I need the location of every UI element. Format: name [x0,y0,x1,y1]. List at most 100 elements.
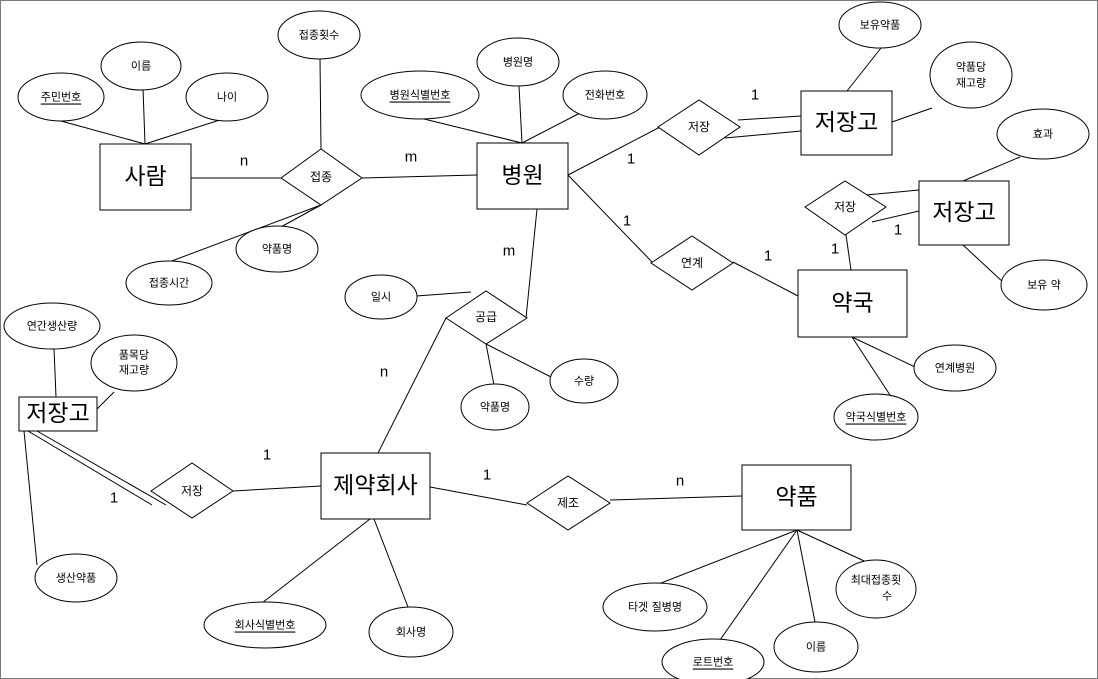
attr-held-drugs: 보유약품 [838,1,922,49]
line-pharmacy-linked [851,336,916,368]
attr-hospital-name: 병원명 [476,37,560,87]
attr-stock-per-item: 품목당 재고량 [90,334,178,392]
connector-lines [23,47,1021,641]
attr-hospital-id-label: 병원식별번호 [390,89,451,102]
card-storage-pharmacy-store: 1 [894,222,902,239]
rel-supply: 공급 [445,290,528,345]
line-cstorage-store-b [27,430,153,506]
attr-vac-count-label: 접종횟수 [299,29,339,42]
line-pharmacy-id [851,336,891,396]
rel-store-pharmacy: 저장 [804,180,887,236]
cardinality-labels: n m 1 1 1 1 1 1 m n 1 1 1 n [110,87,902,507]
attr-produced-drugs-label: 생산약품 [56,571,96,585]
rel-store-hospital: 저장 [657,99,741,156]
line-storage-held [846,47,882,92]
attr-annual-output-label: 연간생산량 [27,320,78,333]
attr-stock-per-drug-line2: 재고량 [956,77,986,90]
line-manu-medicine [609,495,743,501]
card-storage-company-store: 1 [110,490,118,507]
line-company-id [261,518,371,604]
card-company-store: 1 [263,447,271,464]
entity-storage-hospital: 저장고 [800,90,893,156]
line-hospital-link [567,174,653,263]
attr-supply-drug: 약품명 [460,383,530,431]
line-person-ssn [60,120,146,145]
entity-pharmacy-label: 약국 [831,291,873,317]
line-store-company [232,485,322,492]
line-store-storage2-a [865,189,920,196]
attr-quantity: 수량 [549,358,619,404]
card-hospital-link: 1 [623,213,631,230]
line-vaccinate-hospital [361,174,478,179]
line-pharmacy-store [845,234,852,271]
line-medicine-target [655,529,798,586]
attr-pharmacy-id-label: 약국식별번호 [846,410,907,424]
attr-company-name: 회사명 [368,606,454,658]
rel-link: 연계 [650,235,734,291]
entity-company: 제약회사 [320,452,431,520]
line-supply-company [377,317,447,454]
card-company-supply: n [380,364,388,381]
attr-drug-name-label: 이름 [806,641,826,654]
line-company-manu [429,486,528,506]
rel-link-label: 연계 [681,256,703,270]
line-supply-date [415,291,472,297]
attr-max-doses-line1: 최대접종횟 [851,574,902,587]
rel-store-hospital-label: 저장 [688,120,710,134]
attr-hospital-id: 병원식별번호 [360,70,480,120]
line-vaccinate-time [168,204,322,263]
attr-phone-label: 전화번호 [585,89,625,102]
attr-company-id: 회사식별번호 [203,601,327,649]
entity-medicine-label: 약품 [775,485,817,511]
entity-storage-company-label: 저장고 [26,401,89,427]
attr-vac-drug-label: 약품명 [262,242,292,256]
rel-vaccinate-label: 접종 [310,170,332,184]
line-store-storage2-b [871,210,920,223]
entity-storage-pharmacy: 저장고 [918,180,1010,246]
line-store-storage-b [724,130,802,139]
line-medicine-maxdose [796,529,876,567]
attr-drug-name: 이름 [773,621,859,673]
entity-person-label: 사람 [124,164,166,190]
line-supply-drug [485,343,495,386]
card-hospital-supply: m [503,243,516,260]
attr-lot-number: 로트번호 [661,638,765,679]
attr-supply-date-label: 일시 [371,290,391,304]
rel-store-company: 저장 [150,462,234,519]
attr-vac-drug: 약품명 [235,225,319,273]
entity-medicine: 약품 [741,464,852,531]
line-supply-quantity [485,343,552,378]
attr-ssn-label: 주민번호 [41,91,81,104]
attr-linked-hospital: 연계병원 [913,344,997,392]
entity-hospital: 병원 [476,142,569,210]
entity-hospital-label: 병원 [501,163,543,189]
line-hospital-id [419,117,523,144]
line-storage2-effect [962,156,1021,182]
line-hospital-supply [525,208,538,319]
card-pharmacy-link: 1 [764,248,772,265]
attr-max-doses: 최대접종횟 수 [835,559,917,619]
entity-pharmacy: 약국 [797,269,908,338]
card-hospital-store: 1 [627,151,635,168]
rel-supply-label: 공급 [475,310,497,324]
rel-store-pharmacy-label: 저장 [834,200,856,214]
entity-person: 사람 [99,143,192,211]
attr-stock-per-item-line1: 품목당 [119,349,149,362]
attr-stock-per-drug: 약품당 재고량 [929,41,1013,109]
attr-supply-drug-label: 약품명 [480,400,510,414]
line-vaccinate-count [319,57,322,150]
entity-storage-pharmacy-label: 저장고 [932,200,995,226]
entity-storage-hospital-label: 저장고 [815,110,878,136]
attr-effect-label: 효과 [1033,128,1053,141]
entity-storage-company: 저장고 [18,396,98,432]
card-pharmacy-store: 1 [831,241,839,258]
attr-age: 나이 [185,72,269,122]
line-cstorage-store-a [36,430,167,506]
attr-effect: 효과 [996,108,1090,160]
card-company-manufacture: 1 [483,467,491,484]
attr-held-drug-short: 보유 약 [1000,259,1088,311]
line-person-name [142,87,146,145]
line-company-name [373,518,409,608]
